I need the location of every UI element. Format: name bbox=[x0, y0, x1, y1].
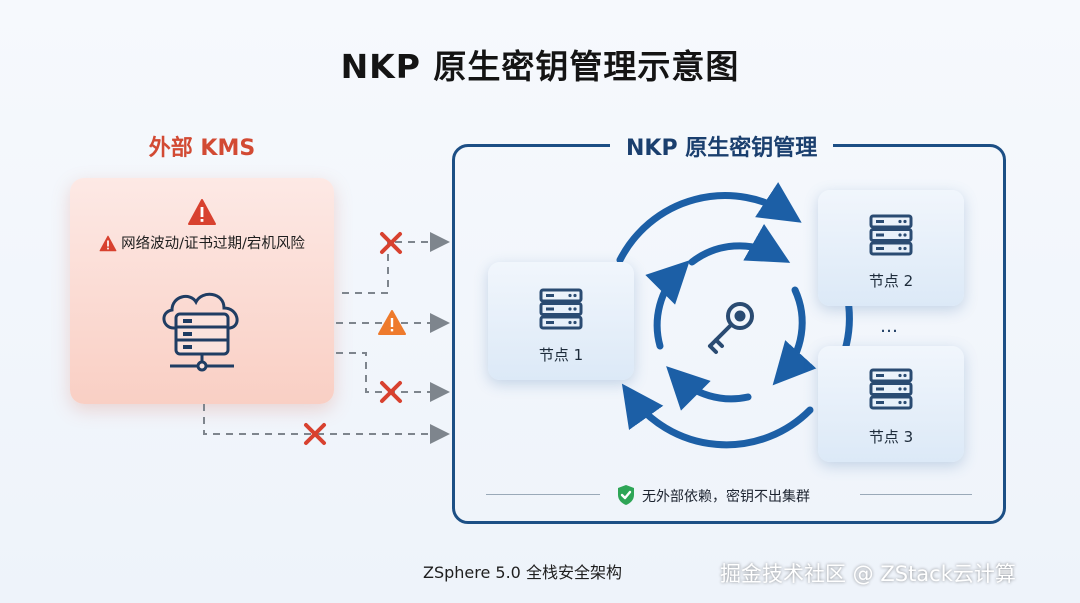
nkp-footer: 无外部依赖，密钥不出集群 bbox=[616, 484, 810, 506]
key-icon bbox=[708, 302, 754, 354]
node-1: 节点 1 bbox=[488, 262, 634, 380]
server-icon bbox=[869, 214, 913, 256]
node-3: 节点 3 bbox=[818, 346, 964, 462]
connector-1 bbox=[342, 232, 450, 294]
warning-icon bbox=[378, 310, 406, 335]
node-label: 节点 3 bbox=[868, 428, 914, 446]
x-icon bbox=[304, 423, 326, 445]
node-label: 节点 1 bbox=[538, 346, 584, 364]
watermark: 掘金技术社区 @ ZStack云计算 bbox=[720, 562, 1016, 586]
x-icon bbox=[380, 232, 402, 254]
nkp-footer-text: 无外部依赖，密钥不出集群 bbox=[642, 489, 810, 505]
footer-divider-right bbox=[860, 494, 972, 495]
external-kms-box: 网络波动/证书过期/宕机风险 bbox=[70, 178, 334, 404]
node-2: 节点 2 bbox=[818, 190, 964, 306]
connector-4 bbox=[203, 404, 450, 444]
warning-icon bbox=[99, 235, 117, 252]
x-icon bbox=[380, 381, 402, 403]
node-label: 节点 2 bbox=[868, 272, 914, 290]
server-icon bbox=[869, 368, 913, 410]
cloud-server-icon bbox=[162, 292, 239, 372]
risk-text: 网络波动/证书过期/宕机风险 bbox=[121, 236, 305, 252]
caption: ZSphere 5.0 全栈安全架构 bbox=[423, 563, 622, 582]
inner-sync-ring bbox=[645, 223, 817, 411]
nkp-heading: NKP 原生密钥管理 bbox=[610, 130, 834, 162]
server-icon bbox=[539, 288, 583, 330]
footer-divider-left bbox=[486, 494, 600, 495]
external-kms-heading: 外部 KMS bbox=[148, 136, 256, 161]
shield-check-icon bbox=[618, 485, 634, 505]
connector-3 bbox=[336, 352, 450, 402]
page-title: NKP 原生密钥管理示意图 bbox=[340, 47, 740, 86]
warning-icon bbox=[188, 199, 216, 225]
risk-line: 网络波动/证书过期/宕机风险 bbox=[70, 232, 334, 253]
more-nodes-ellipsis: … bbox=[880, 316, 901, 337]
